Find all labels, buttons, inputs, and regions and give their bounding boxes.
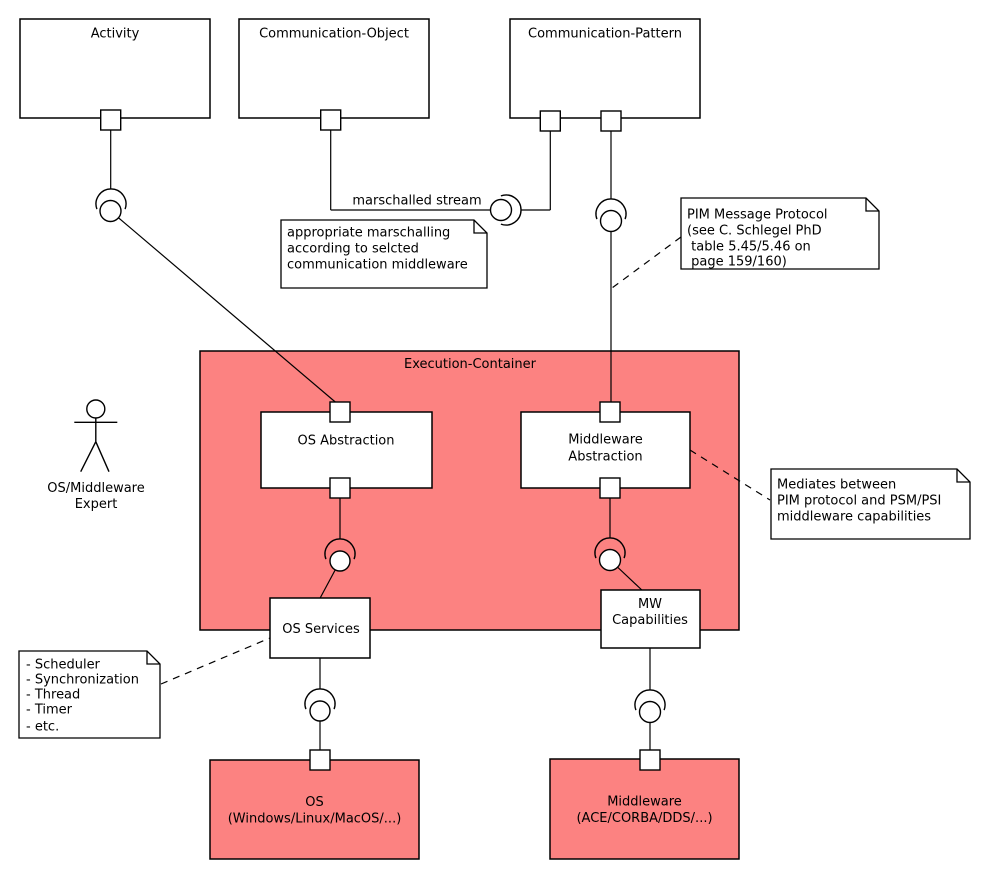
note-text: - Synchronization [26,673,139,688]
required-interface-socket-icon [500,194,522,226]
provided-interface-ball-icon [99,199,122,223]
middleware-abstraction-label-line1: Middleware [568,433,643,448]
mw-capabilities-label-line2: Capabilities [612,613,688,628]
assembly-mw-abstraction-mw-capabilities [594,537,626,572]
note-mediates: Mediates between PIM protocol and PSM/PS… [770,468,971,540]
middleware-abstraction-label-line2: Abstraction [568,450,642,465]
assembly-comm-pattern-mw-abstraction [595,198,627,233]
communication-pattern-label: Communication-Pattern [528,27,682,42]
note-text: middleware capabilities [777,510,931,525]
note-text: - Scheduler [26,658,101,673]
actor-legs-icon [80,441,110,473]
note-text: Mediates between [777,478,896,493]
activity-component [19,18,211,119]
note-shape [18,650,161,739]
assembly-os-services-os [304,688,336,722]
mediates-note-dashed-line [689,449,771,501]
middleware-abstraction-component [520,411,691,489]
note-text: (see C. Schlegel PhD [687,224,822,239]
note-text: - Timer [26,703,73,718]
mw-abstraction-port-bottom [599,477,621,499]
marschalled-stream-label: marschalled stream [352,194,481,209]
required-interface-socket-icon [324,538,356,560]
assembly-mw-capabilities-middleware [634,689,666,724]
os-node-box [209,759,420,860]
assembly-os-abstraction-os-services [324,538,356,572]
provided-interface-ball-icon [598,548,622,572]
note-text: PIM protocol and PSM/PSI [777,494,941,509]
mw-capabilities-component [600,589,701,649]
note-fold-icon [473,220,487,234]
actor-label-line1: OS/Middleware [47,481,144,496]
note-marshalling: appropriate marschalling according to se… [280,219,488,289]
activity-port [99,109,122,131]
assembly-activity-os-abstraction [95,188,127,223]
actor-label-line2: Expert [75,497,118,512]
mw-capabilities-label-line1: MW [638,597,662,612]
note-text: communication middleware [287,258,468,273]
required-interface-socket-icon [304,688,336,710]
os-node-port [309,749,331,771]
os-abstraction-port-top [329,401,351,423]
required-interface-socket-icon [595,198,627,220]
execution-container-box [199,350,740,631]
required-interface-socket-icon [594,537,626,559]
provided-interface-ball-icon [599,209,623,233]
actor-os-middleware-expert: OS/Middleware Expert [47,399,145,512]
middleware-node-label-line2: (ACE/CORBA/DDS/...) [576,811,712,826]
note-text: PIM Message Protocol [687,208,828,223]
note-shape [770,468,971,540]
os-services-component [269,597,371,659]
communication-pattern-component [509,18,701,119]
comm-pattern-port-left [539,110,561,132]
middleware-node-port [639,749,661,771]
note-text: according to selcted [287,242,419,257]
os-services-label: OS Services [282,622,360,637]
comm-pattern-port-right [600,110,622,132]
actor-head-icon [86,399,106,419]
provided-interface-ball-icon [489,198,513,222]
scheduler-note-dashed-line [160,637,271,685]
execution-container-label: Execution-Container [404,357,537,372]
note-fold-icon [956,469,970,483]
note-text: table 5.45/5.46 on [687,240,811,255]
os-node-label-line1: OS [305,795,323,810]
note-text: appropriate marschalling [287,226,450,241]
provided-interface-ball-icon [329,550,351,572]
note-text: - Thread [26,688,80,703]
middleware-node-label-line1: Middleware [607,795,682,810]
os-abstraction-label: OS Abstraction [298,434,395,449]
os-abstraction-component [260,411,433,489]
required-interface-socket-icon [95,188,127,210]
note-shape [280,219,488,289]
note-fold-icon [146,651,160,665]
note-os-services-details: - Scheduler - Synchronization - Thread -… [18,650,161,739]
provided-interface-ball-icon [638,700,662,724]
required-interface-socket-icon [634,689,666,711]
note-text: page 159/160) [687,255,787,270]
note-fold-icon [865,198,879,212]
comm-object-port [320,109,342,131]
os-node-label-line2: (Windows/Linux/MacOS/...) [228,812,402,827]
note-shape [680,197,880,270]
note-text: - etc. [26,720,59,735]
activity-label: Activity [91,27,140,42]
middleware-node-box [549,758,740,860]
note-pim-protocol: PIM Message Protocol (see C. Schlegel Ph… [680,197,880,270]
pim-note-dashed-line [611,236,682,289]
provided-interface-ball-icon [309,700,331,722]
communication-object-label: Communication-Object [259,27,409,42]
mw-abstraction-port-top [599,401,621,423]
assembly-marschalled-stream [489,194,522,226]
os-abstraction-port-bottom [329,477,351,499]
ball-to-os-abstraction-line [110,210,341,407]
